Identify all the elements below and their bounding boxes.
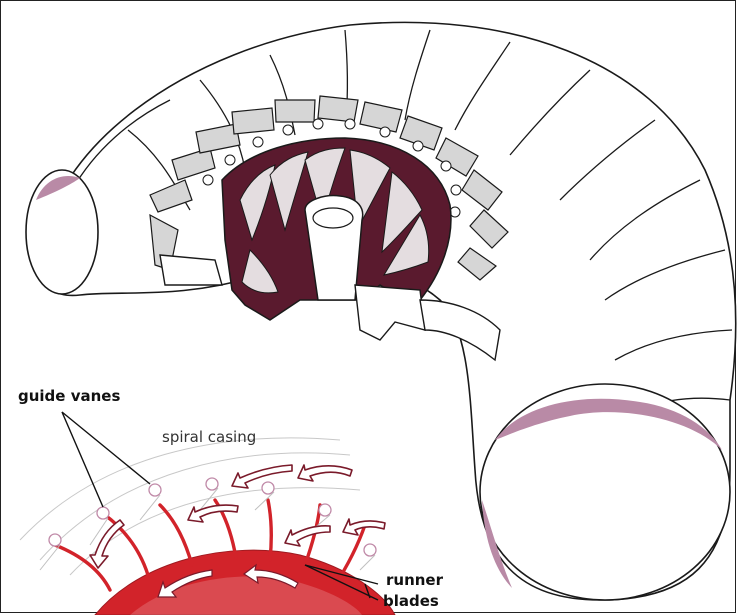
blades-label: blades (383, 592, 439, 610)
runner-label: runner (386, 571, 443, 589)
spiral-casing-label: spiral casing (162, 428, 256, 446)
casing-outlet-right (480, 384, 730, 600)
guide-vanes-label: guide vanes (18, 387, 120, 405)
casing-inlet-left (26, 170, 98, 294)
